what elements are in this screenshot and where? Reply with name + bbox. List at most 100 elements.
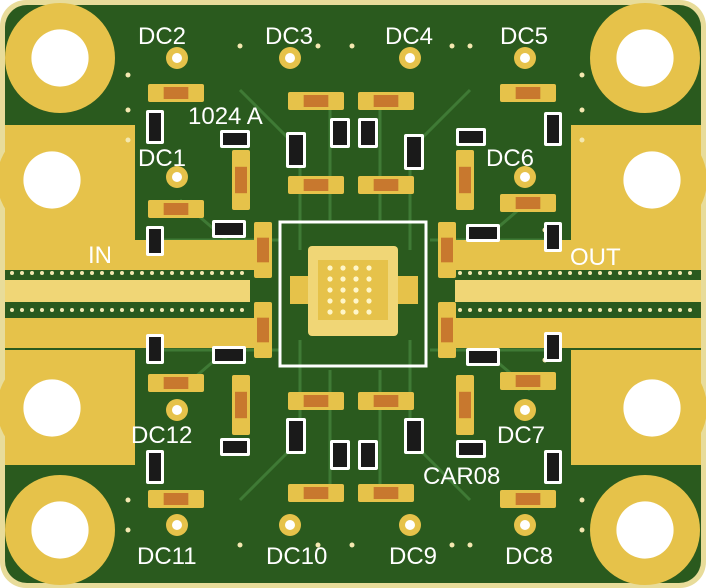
via-br-610: [608, 308, 612, 312]
via-br-460: [458, 308, 462, 312]
via-br-480: [478, 308, 482, 312]
ic-lead-bottom-4: [368, 322, 374, 332]
ic-via-4-1: [340, 309, 346, 315]
ic-via-1-3: [366, 276, 372, 282]
chip-body-5: [459, 166, 471, 194]
ic-via-1-2: [353, 276, 359, 282]
cap-body-6: [361, 121, 375, 145]
via-bl-52: [50, 308, 54, 312]
via-tl-172: [170, 271, 174, 275]
via-br-520: [518, 308, 522, 312]
chip-body-0: [163, 87, 189, 99]
via-bl-152: [150, 308, 154, 312]
ic-via-2-2: [353, 287, 359, 293]
via-bl-132: [130, 308, 134, 312]
label-out: OUT: [570, 244, 621, 271]
cap-body-22: [223, 441, 247, 453]
cap-body-4: [289, 135, 303, 165]
ic-lead-bottom-1: [329, 322, 335, 332]
via-tl-212: [210, 271, 214, 275]
via-tl-152: [150, 271, 154, 275]
via-tl-192: [190, 271, 194, 275]
via-tl-222: [220, 271, 224, 275]
cap-body-10: [215, 223, 243, 235]
via-br-590: [588, 308, 592, 312]
dc-pad-hole-7: [172, 405, 182, 415]
dc-pad-hole-9: [172, 520, 182, 530]
ic-via-2-3: [366, 287, 372, 293]
dc-pad-hole-2: [285, 53, 295, 63]
via-tr-690: [688, 271, 692, 275]
dc-pad-hole-8: [520, 405, 530, 415]
via-tl-102: [100, 271, 104, 275]
cap-body-7: [407, 137, 421, 167]
via-bl-122: [120, 308, 124, 312]
via-9: [125, 137, 131, 143]
via-bl-142: [140, 308, 144, 312]
via-tr-580: [578, 271, 582, 275]
via-br-560: [558, 308, 562, 312]
chip-body-14: [163, 377, 189, 389]
chip-body-9: [515, 197, 541, 209]
via-tr-500: [498, 271, 502, 275]
dc-pad-hole-3: [405, 53, 415, 63]
via-tr-610: [608, 271, 612, 275]
via-br-510: [508, 308, 512, 312]
rf-hole-1: [23, 379, 81, 437]
via-14: [579, 527, 585, 533]
via-tl-232: [230, 271, 234, 275]
ic-via-4-3: [366, 309, 372, 315]
ic-lead-bottom-3: [355, 322, 361, 332]
ground-top-left: [5, 240, 255, 270]
via-15: [237, 542, 243, 548]
ic-via-4-0: [327, 309, 333, 315]
ic-lead-bottom-0: [316, 322, 322, 332]
via-tr-660: [658, 271, 662, 275]
via-bl-182: [180, 308, 184, 312]
via-bl-202: [200, 308, 204, 312]
cap-body-9: [547, 225, 559, 249]
via-tl-242: [240, 271, 244, 275]
via-bl-242: [240, 308, 244, 312]
via-bl-82: [80, 308, 84, 312]
via-tl-122: [120, 271, 124, 275]
ground-top-right: [455, 240, 701, 270]
via-br-660: [658, 308, 662, 312]
label-dc3: DC3: [265, 23, 313, 50]
via-tl-182: [180, 271, 184, 275]
chip-body-16: [235, 391, 247, 419]
via-tr-460: [458, 271, 462, 275]
via-tl-92: [90, 271, 94, 275]
ic-lead-top-0: [316, 250, 322, 260]
chip-body-17: [459, 391, 471, 419]
cap-body-13: [547, 335, 559, 359]
via-1: [237, 43, 243, 49]
dc-pad-hole-12: [520, 520, 530, 530]
cap-body-16: [289, 421, 303, 451]
ic-lead-top-4: [368, 250, 374, 260]
via-2: [315, 43, 321, 49]
cap-body-23: [459, 443, 483, 455]
via-8: [579, 107, 585, 113]
dc-pad-hole-6: [520, 172, 530, 182]
chip-body-2: [303, 95, 329, 107]
ic-via-1-1: [340, 276, 346, 282]
via-4: [449, 43, 455, 49]
chip-body-7: [373, 179, 399, 191]
ic-via-3-2: [353, 298, 359, 304]
chip-body-20: [303, 487, 329, 499]
silkscreen-labels: DC2 DC3 DC4 DC5 1024 A DC1 DC6 IN OUT DC…: [88, 23, 621, 570]
ic-via-0-2: [353, 265, 359, 271]
cap-body-14: [215, 349, 243, 361]
via-13: [125, 527, 131, 533]
cap-body-18: [361, 443, 375, 467]
cap-body-8: [149, 229, 161, 253]
via-18: [449, 542, 455, 548]
chip-body-8: [163, 203, 189, 215]
via-br-680: [678, 308, 682, 312]
chip-body-19: [373, 395, 399, 407]
via-bl-112: [110, 308, 114, 312]
label-dc5: DC5: [500, 23, 548, 50]
via-tl-12: [10, 271, 14, 275]
